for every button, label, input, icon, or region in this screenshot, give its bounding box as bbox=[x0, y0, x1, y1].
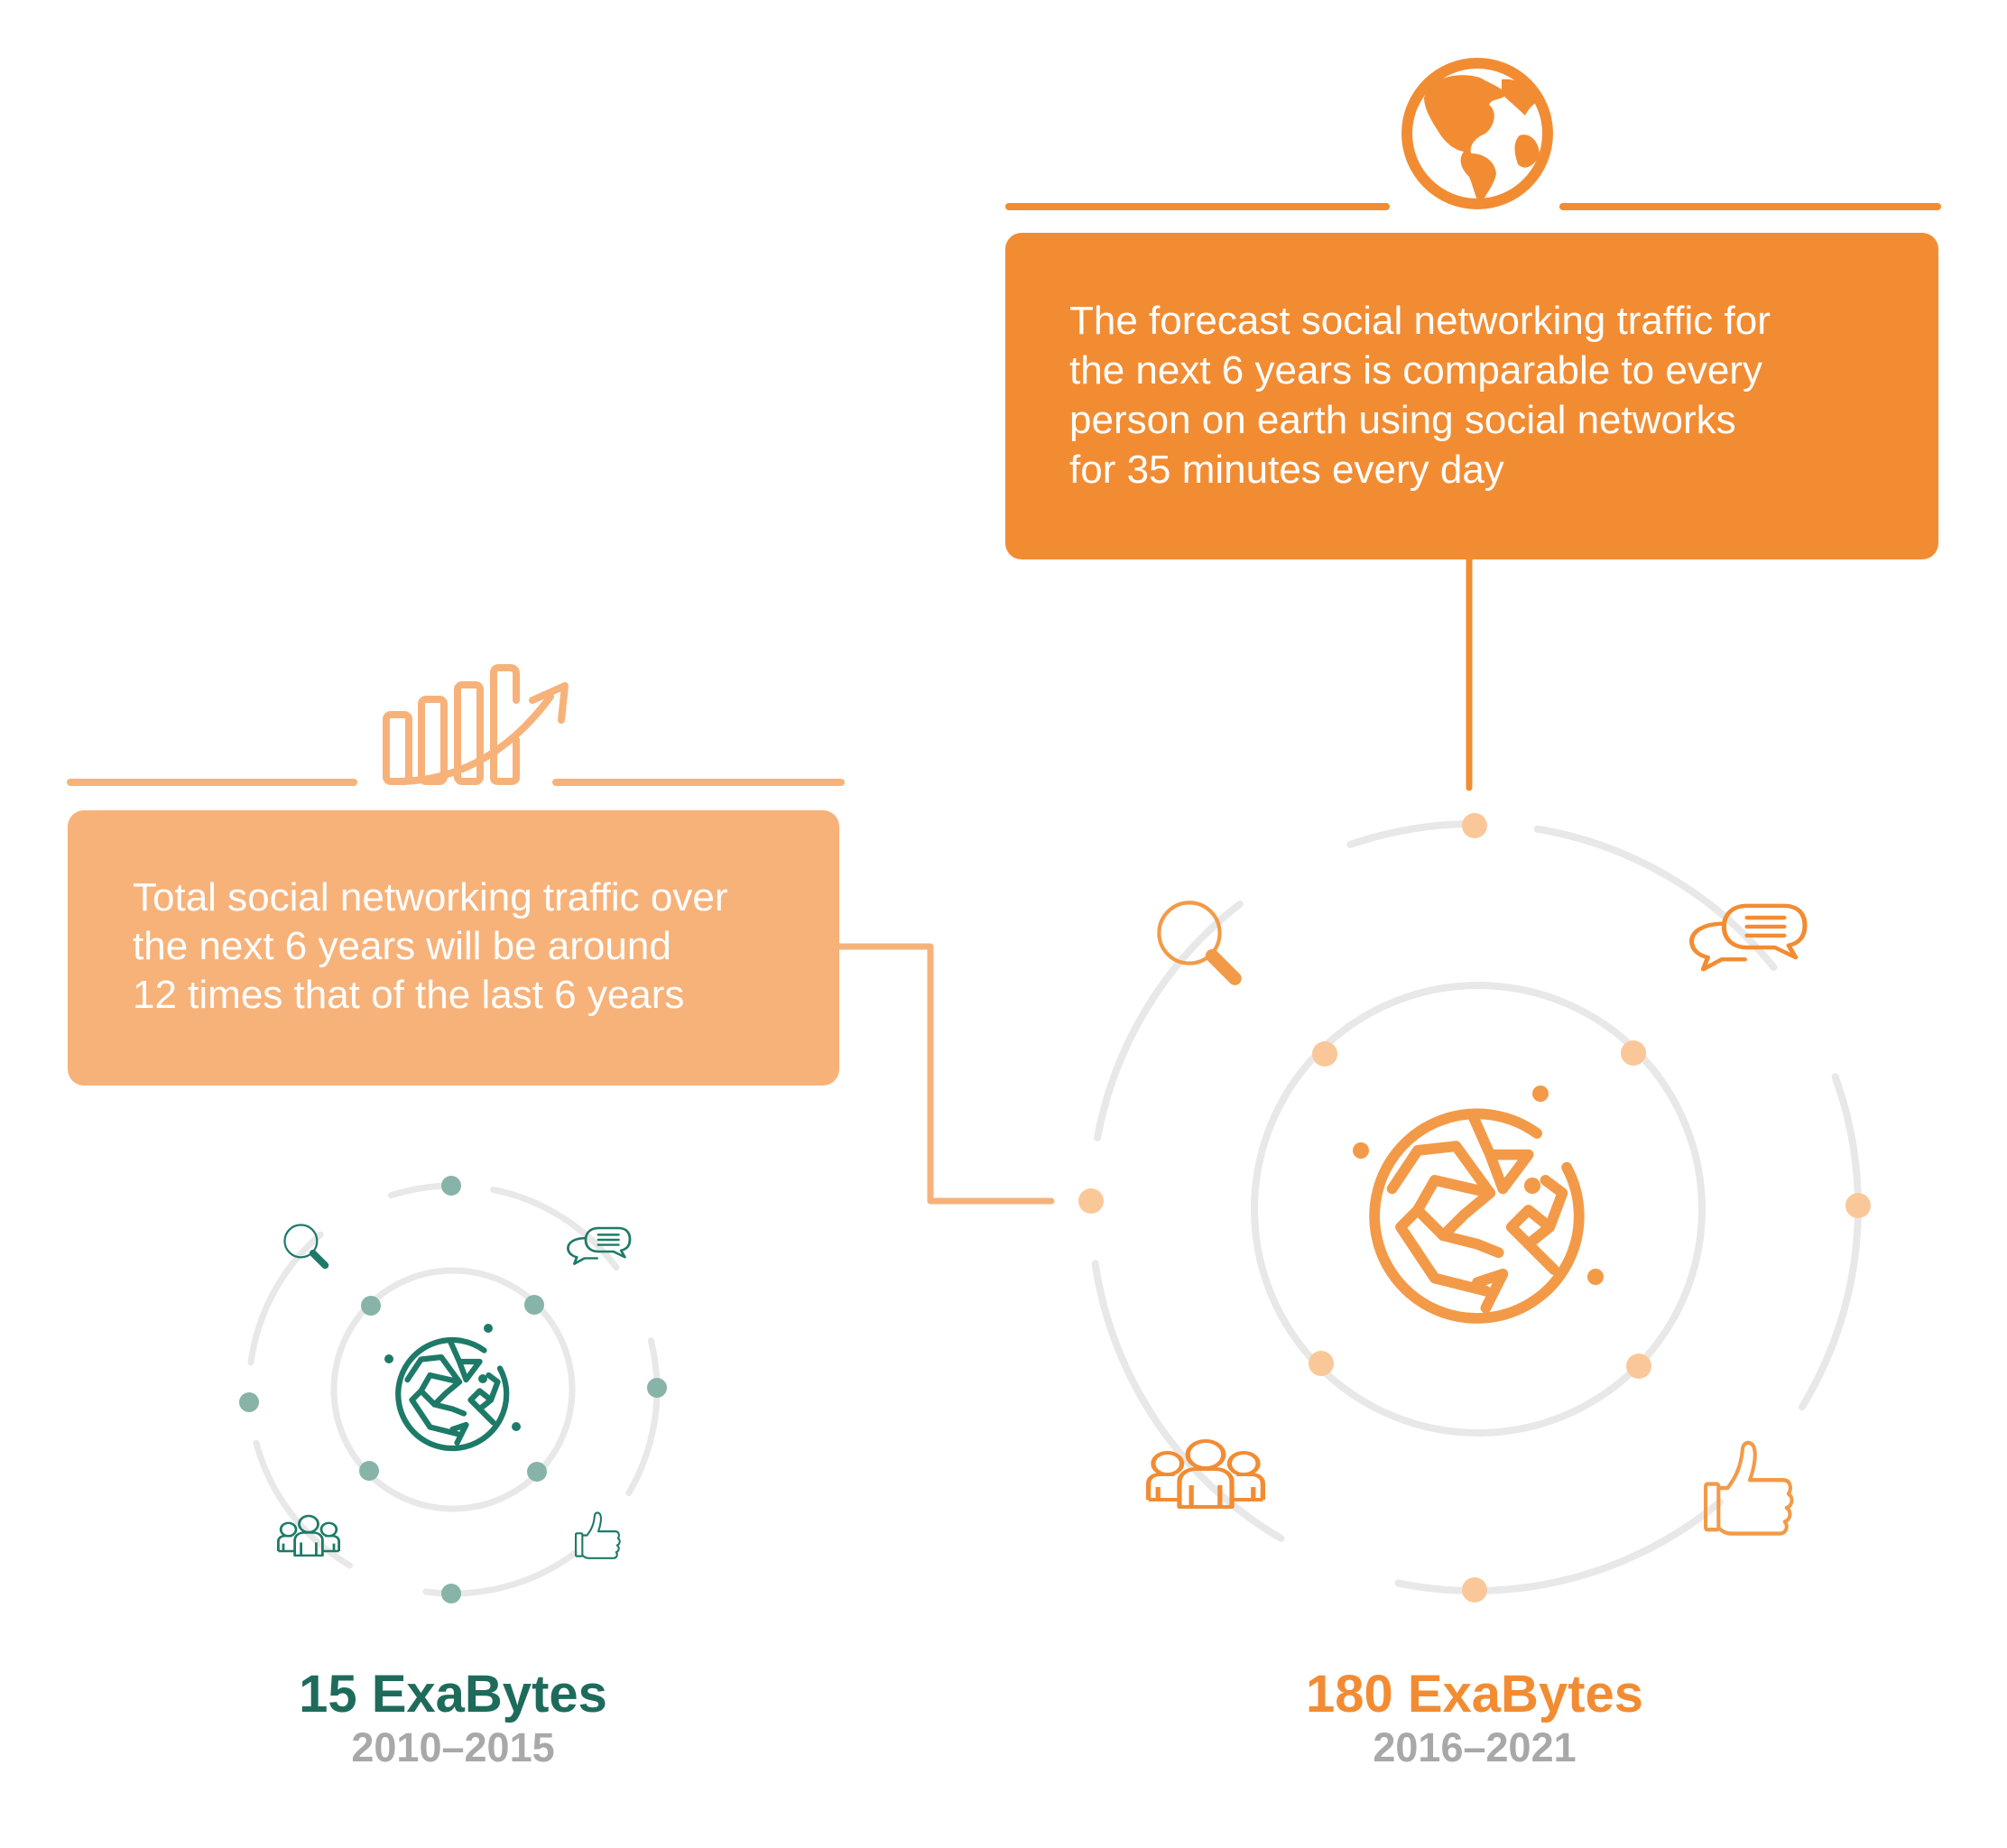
floating-dots bbox=[384, 1324, 521, 1431]
orbit-dot bbox=[1621, 1040, 1646, 1066]
network-globe-icon bbox=[1374, 1113, 1579, 1318]
growth-callout-text: Total social networking traffic over the… bbox=[133, 873, 727, 1020]
forecast-line: the next 6 years is comparable to every bbox=[1069, 348, 1762, 393]
forecast-line: for 35 minutes every day bbox=[1069, 448, 1504, 492]
future-period-label: 180 ExaBytes 2016–2021 bbox=[1204, 1666, 1745, 1772]
orbit-dot bbox=[1626, 1354, 1651, 1379]
orbit-dot bbox=[441, 1176, 461, 1196]
future-years: 2016–2021 bbox=[1373, 1724, 1577, 1770]
forecast-line: person on earth using social networks bbox=[1069, 398, 1736, 442]
past-years: 2010–2015 bbox=[351, 1724, 555, 1770]
growth-callout-box: Total social networking traffic over the… bbox=[68, 810, 839, 1086]
past-period-label: 15 ExaBytes 2010–2015 bbox=[182, 1666, 724, 1772]
bar-chart-growth-icon bbox=[383, 664, 569, 785]
orbit-dot bbox=[361, 1296, 381, 1316]
growth-line: Total social networking traffic over bbox=[133, 875, 728, 919]
orbit-dot bbox=[1462, 1577, 1487, 1603]
forecast-callout-text: The forecast social networking traffic f… bbox=[1069, 296, 1771, 494]
thumbs-up-icon bbox=[574, 1511, 621, 1559]
orbit-dot bbox=[647, 1378, 667, 1398]
network-globe-icon bbox=[398, 1340, 506, 1448]
thumbs-up-icon bbox=[1706, 1443, 1791, 1534]
past-orbit bbox=[239, 1176, 667, 1603]
forecast-callout-box: The forecast social networking traffic f… bbox=[1005, 233, 1938, 559]
people-icon bbox=[1149, 1441, 1263, 1507]
growth-line: the next 6 years will be around bbox=[133, 924, 671, 968]
chat-icon bbox=[1692, 906, 1805, 969]
growth-line: 12 times that of the last 6 years bbox=[133, 973, 685, 1017]
forecast-line: The forecast social networking traffic f… bbox=[1069, 299, 1771, 343]
orbit-dot bbox=[359, 1461, 379, 1481]
orbit-dot bbox=[1312, 1041, 1337, 1067]
orbit-dot bbox=[1845, 1193, 1871, 1218]
future-orbit bbox=[1078, 813, 1871, 1603]
orbit-dot bbox=[1462, 813, 1487, 838]
orbit-dot bbox=[1309, 1351, 1334, 1376]
orbit-dot bbox=[524, 1295, 544, 1315]
floating-dots bbox=[1353, 1086, 1604, 1285]
orbit-dot bbox=[239, 1392, 259, 1412]
growth-connector bbox=[834, 943, 1055, 1205]
orbit-dot bbox=[1078, 1188, 1104, 1214]
globe-icon bbox=[1401, 58, 1553, 209]
future-amount: 180 ExaBytes bbox=[1305, 1665, 1644, 1723]
orbit-dot bbox=[441, 1584, 461, 1603]
past-amount: 15 ExaBytes bbox=[299, 1665, 607, 1723]
orbit-dot bbox=[527, 1462, 547, 1482]
